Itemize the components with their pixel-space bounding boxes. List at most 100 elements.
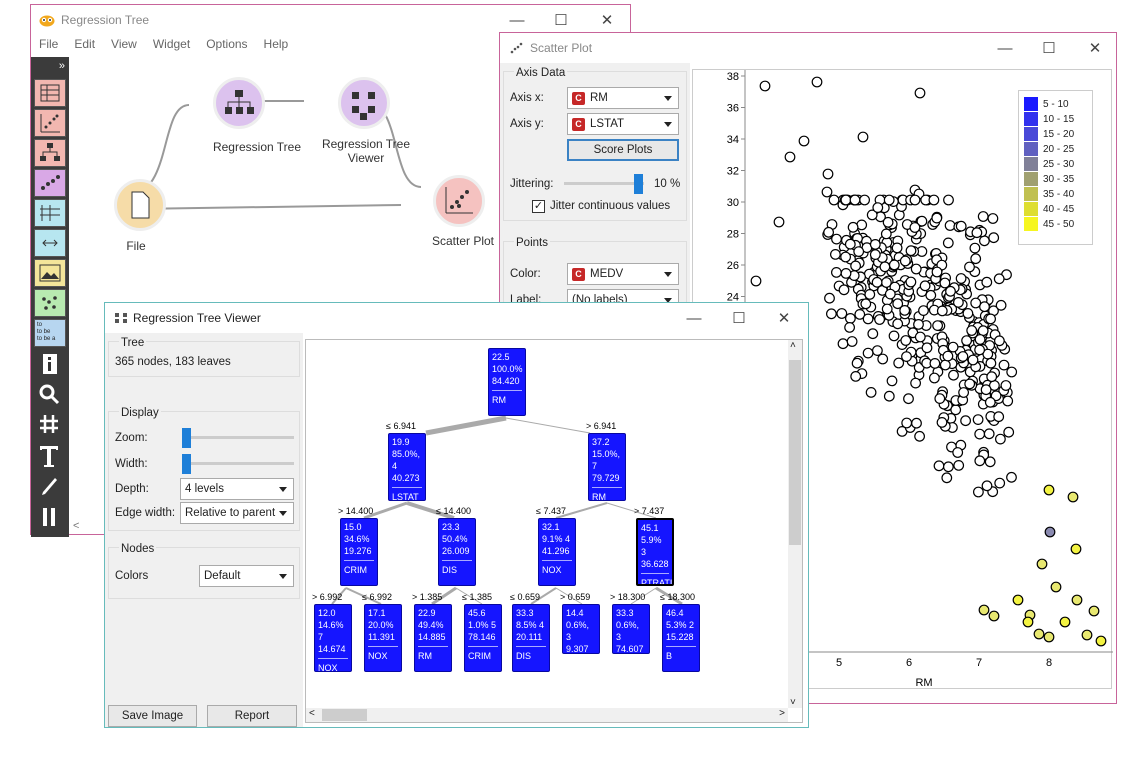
menu-options[interactable]: Options [206, 37, 248, 51]
node-l2: 5.3% 2 [666, 620, 695, 630]
zoom-slider-handle[interactable] [182, 428, 191, 448]
data-point [872, 202, 884, 214]
file-widget[interactable] [114, 179, 166, 231]
menu-view[interactable]: View [111, 37, 137, 51]
node-l3: 20.111 [516, 632, 543, 642]
menu-widget[interactable]: Widget [152, 37, 191, 51]
scroll-left-arrow[interactable]: < [73, 520, 80, 532]
close-button[interactable]: ✕ [1088, 40, 1102, 57]
data-point [953, 296, 964, 308]
node-l2: 15.0%, 7 [592, 449, 621, 471]
tree-node[interactable]: 45.15.9% 336.628PTRATIO [636, 518, 674, 586]
legend-label: 25 - 30 [1043, 158, 1075, 170]
scroll-thumb[interactable] [789, 360, 801, 545]
maximize-button[interactable]: ☐ [1042, 40, 1056, 57]
pen-icon[interactable] [34, 473, 66, 501]
widget-label: Regression Tree Viewer [321, 137, 411, 165]
scroll-left-arrow[interactable]: < [309, 708, 315, 719]
combo-value: Default [204, 570, 241, 582]
node-l2: 34.6% [344, 534, 370, 544]
scatter-purple-icon[interactable] [34, 169, 66, 197]
close-button[interactable]: ✕ [777, 310, 791, 327]
menu-file[interactable]: File [39, 37, 59, 51]
minimize-button[interactable]: — [997, 39, 1013, 57]
data-point [971, 227, 983, 239]
regression-tree-widget[interactable] [213, 77, 265, 129]
cluster-tool-icon[interactable] [34, 289, 66, 317]
node-l2: 50.4% [442, 534, 468, 544]
regression-tree-viewer-widget[interactable] [338, 77, 390, 129]
scroll-right-arrow[interactable]: > [779, 708, 785, 719]
data-point [1043, 484, 1055, 496]
menu-edit[interactable]: Edit [74, 37, 96, 51]
data-point [909, 194, 921, 206]
close-button[interactable]: ✕ [600, 12, 614, 29]
width-slider-handle[interactable] [182, 454, 191, 474]
depth-combo[interactable]: 4 levels [180, 478, 294, 500]
text-icon[interactable] [34, 442, 66, 470]
data-point [944, 220, 956, 231]
jitter-slider[interactable] [564, 182, 644, 185]
pause-icon[interactable] [34, 504, 66, 532]
horizontal-scrollbar[interactable]: < > [306, 708, 788, 722]
projection-tool-icon[interactable] [34, 199, 66, 227]
image-tool-icon[interactable] [34, 259, 66, 287]
save-image-button[interactable]: Save Image [108, 705, 197, 727]
colors-combo[interactable]: Default [199, 565, 294, 587]
arrows-tool-icon[interactable] [34, 229, 66, 257]
jitter-checkbox[interactable]: ✓ [532, 200, 545, 213]
hash-icon[interactable] [34, 411, 66, 439]
legend-swatch [1024, 172, 1038, 186]
data-point [824, 292, 835, 304]
tree-edge-label: ≤ 6.941 [386, 421, 416, 431]
toolbox-collapse-button[interactable]: » [58, 60, 65, 72]
score-plots-button[interactable]: Score Plots [567, 139, 679, 161]
continuous-badge: C [572, 91, 585, 105]
node-l1: 33.3 [516, 608, 534, 618]
maximize-button[interactable]: ☐ [732, 310, 746, 327]
report-button[interactable]: Report [207, 705, 297, 727]
scatter-tool-icon[interactable] [34, 109, 66, 137]
width-slider[interactable] [182, 462, 294, 465]
menu-help[interactable]: Help [263, 37, 289, 51]
jitter-slider-handle[interactable] [634, 174, 643, 194]
table-tool-icon[interactable] [34, 79, 66, 107]
scroll-thumb[interactable] [322, 709, 367, 721]
scatter-plot-widget[interactable] [433, 175, 485, 227]
scroll-down-arrow[interactable]: ˅ [790, 697, 796, 708]
zoom-slider[interactable] [182, 436, 294, 439]
data-point [828, 194, 840, 206]
edge-width-combo[interactable]: Relative to parent [180, 502, 294, 524]
axis-y-label: Axis y: [510, 118, 544, 130]
workflow-canvas[interactable]: Regression Tree Regression Tree Viewer F… [71, 57, 630, 534]
tree-tool-icon[interactable] [34, 139, 66, 167]
scroll-up-arrow[interactable]: ˄ [790, 340, 796, 351]
minimize-button[interactable]: — [686, 309, 702, 327]
minimize-button[interactable]: — [509, 11, 525, 29]
zoom-icon[interactable] [34, 381, 66, 409]
vertical-scrollbar[interactable]: ˄ ˅ [788, 340, 802, 708]
data-point [928, 194, 940, 206]
info-icon[interactable] [34, 351, 66, 379]
tree-control-panel: Tree 365 nodes, 183 leaves Display Zoom:… [105, 333, 303, 727]
maximize-button[interactable]: ☐ [554, 12, 568, 29]
